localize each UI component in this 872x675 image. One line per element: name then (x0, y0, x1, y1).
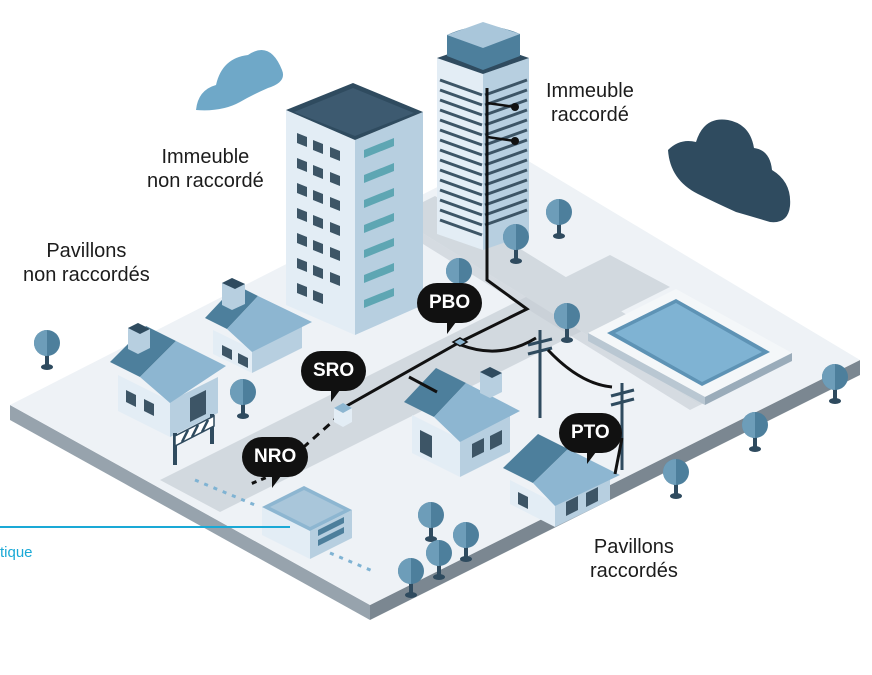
tree-icon (34, 330, 60, 370)
nro-building (262, 486, 352, 559)
house-left-back (205, 278, 312, 373)
cloud-icon (196, 50, 284, 111)
barrier-icon (173, 414, 215, 465)
tree-icon (742, 412, 768, 452)
tree-icon (822, 364, 848, 404)
label-immeuble-non-raccorde: Immeuble non raccordé (147, 146, 264, 192)
house-left-front (110, 323, 226, 437)
building-not-connected (286, 83, 423, 335)
label-pavillons-non-raccordes: Pavillons non raccordés (23, 240, 150, 286)
tower-connected (437, 22, 529, 250)
dotted-lines (194, 478, 376, 574)
house-right (503, 434, 620, 527)
badge-sro: SRO (301, 351, 367, 402)
badge-pto: PTO (559, 413, 622, 464)
utility-pole-icon (527, 330, 635, 470)
pool (588, 289, 792, 405)
label-pavillons-raccordes: Pavillons raccordés (590, 536, 678, 582)
cloud-icon (668, 119, 791, 223)
label-immeuble-raccorde: Immeuble raccordé (546, 80, 634, 126)
badge-pbo: PBO (417, 283, 483, 334)
footnote-label: tique (0, 544, 33, 561)
tree-icon (663, 459, 689, 499)
fiber-nodes (334, 103, 519, 427)
badge-nro: NRO (242, 437, 309, 488)
